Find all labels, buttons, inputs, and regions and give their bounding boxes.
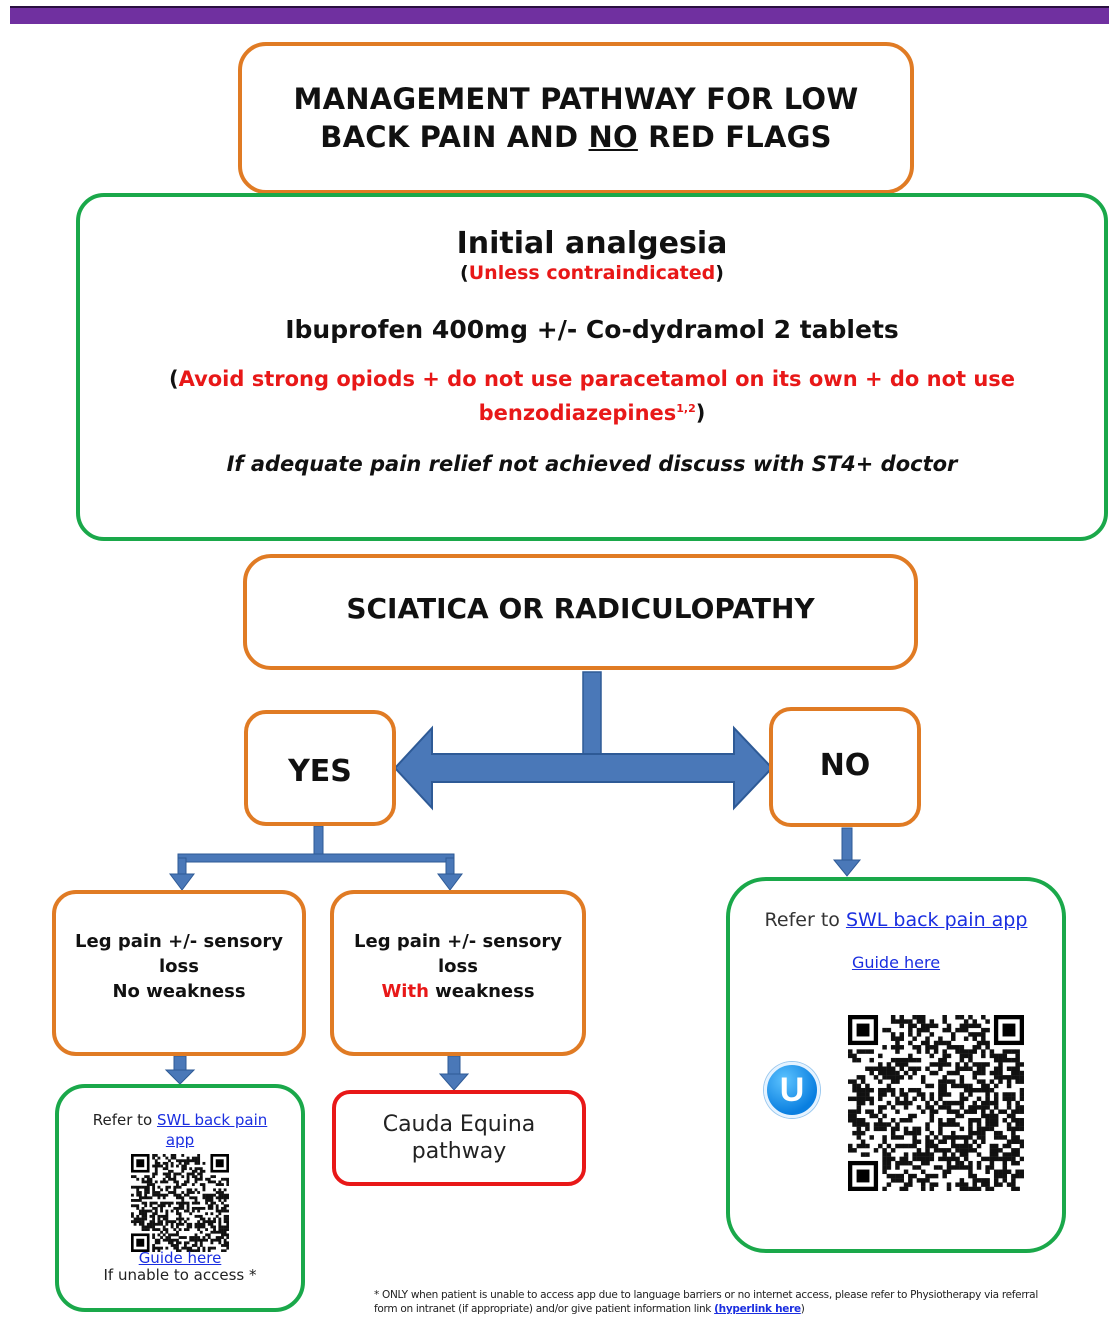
qr-code-icon[interactable] xyxy=(848,1015,1024,1191)
title-no-underlined: NO xyxy=(588,120,638,154)
cauda-equina-text: Cauda Equina pathway xyxy=(382,1112,536,1164)
top-banner xyxy=(10,6,1109,24)
footnote: * ONLY when patient is unable to access … xyxy=(374,1289,1038,1315)
leg-pain-no-weakness-box: Leg pain +/- sensory loss No weakness xyxy=(52,890,306,1056)
guide-link-small[interactable]: Guide here xyxy=(138,1249,222,1267)
down-arrow-icon xyxy=(437,873,463,891)
initial-analgesia-box: Initial analgesia (Unless contraindicate… xyxy=(76,193,1108,541)
yes-label: YES xyxy=(288,753,352,789)
contraindication-note: (Unless contraindicated) xyxy=(460,262,724,284)
leg-pain-with-weakness-box: Leg pain +/- sensory loss With weakness xyxy=(330,890,586,1056)
refer-text-large: Refer to SWL back pain app xyxy=(764,909,1028,931)
avoid-warning: (Avoid strong opiods + do not use parace… xyxy=(168,367,1016,425)
refer-app-box-small: Refer to SWL back pain app Guide here If… xyxy=(55,1084,305,1312)
connector-line xyxy=(582,671,602,763)
swl-app-link-small-cont[interactable]: app xyxy=(165,1131,195,1149)
cauda-equina-box: Cauda Equina pathway xyxy=(332,1090,586,1186)
sciatica-label: SCIATICA OR RADICULOPATHY xyxy=(346,591,815,625)
initial-analgesia-heading: Initial analgesia xyxy=(456,226,728,261)
down-arrow-icon xyxy=(438,1073,470,1091)
unable-access-note: If unable to access * xyxy=(103,1266,257,1284)
connector-line xyxy=(313,825,324,859)
app-logo-icon: U xyxy=(764,1062,820,1118)
escalation-note: If adequate pain relief not achieved dis… xyxy=(226,452,958,476)
leg-pain-no-weakness-text: Leg pain +/- sensory loss No weakness xyxy=(75,930,283,1002)
connector-line xyxy=(445,857,455,877)
guide-link-large[interactable]: Guide here xyxy=(851,953,941,972)
down-arrow-icon xyxy=(169,873,195,891)
citation-superscript: 1,2 xyxy=(676,402,696,415)
title-line-2: BACK PAIN AND NO RED FLAGS xyxy=(320,120,832,154)
title-line-1: MANAGEMENT PATHWAY FOR LOW xyxy=(293,82,859,116)
down-arrow-icon xyxy=(832,859,862,877)
down-arrow-icon xyxy=(164,1069,196,1085)
connector-line xyxy=(177,853,455,863)
connector-line xyxy=(177,857,187,877)
swl-app-link-small[interactable]: SWL back pain xyxy=(156,1111,268,1129)
connector-line xyxy=(447,1055,461,1077)
leg-pain-with-weakness-text: Leg pain +/- sensory loss With weakness xyxy=(354,930,562,1002)
swl-app-link-large[interactable]: SWL back pain app xyxy=(845,909,1028,931)
qr-code-icon[interactable] xyxy=(131,1154,229,1252)
sciatica-box: SCIATICA OR RADICULOPATHY xyxy=(243,554,918,670)
title-box: MANAGEMENT PATHWAY FOR LOW BACK PAIN AND… xyxy=(238,42,914,194)
no-label: NO xyxy=(819,747,871,783)
connector-line xyxy=(841,827,853,863)
no-box: NO xyxy=(769,707,921,827)
hyperlink[interactable]: (hyperlink here xyxy=(714,1303,801,1315)
dose-instruction: Ibuprofen 400mg +/- Co-dydramol 2 tablet… xyxy=(285,315,899,344)
refer-text-small: Refer to SWL back pain app xyxy=(92,1111,268,1149)
page-title: MANAGEMENT PATHWAY FOR LOW BACK PAIN AND… xyxy=(294,80,859,156)
yes-box: YES xyxy=(244,710,396,826)
